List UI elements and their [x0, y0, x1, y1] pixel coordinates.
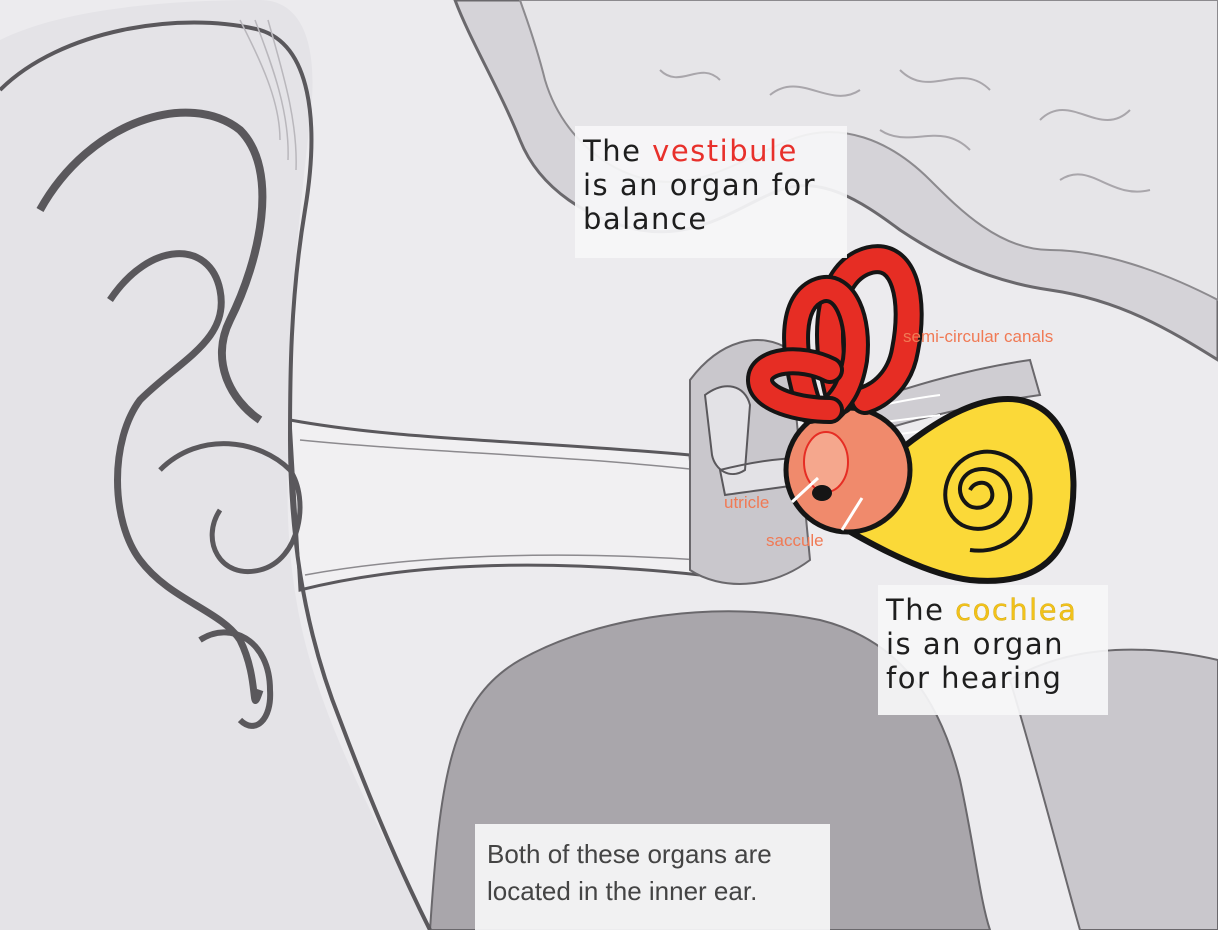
- cochlea-keyword: cochlea: [955, 593, 1077, 627]
- vestibule-callout-line1: The vestibule: [583, 134, 837, 168]
- cochlea-callout-line1: The cochlea: [886, 593, 1098, 627]
- cochlea-callout-line2: is an organ: [886, 627, 1098, 661]
- saccule: [812, 485, 832, 501]
- footer-note-line2: located in the inner ear.: [487, 873, 818, 910]
- vestibule-callout: The vestibule is an organ for balance: [575, 126, 847, 258]
- footer-note: Both of these organs are located in the …: [475, 824, 830, 930]
- vestibule-callout-prefix: The: [583, 134, 652, 168]
- footer-note-line1: Both of these organs are: [487, 836, 818, 873]
- vestibule-callout-line2: is an organ for: [583, 168, 837, 202]
- cochlea-callout-line3: for hearing: [886, 661, 1098, 695]
- utricle-label: utricle: [724, 493, 769, 512]
- cochlea-callout-prefix: The: [886, 593, 955, 627]
- semicircular-canals-label: semi-circular canals: [903, 327, 1053, 346]
- vestibule-callout-line3: balance: [583, 202, 837, 236]
- cochlea-callout: The cochlea is an organ for hearing: [878, 585, 1108, 715]
- saccule-label: saccule: [766, 531, 824, 550]
- vestibule-keyword: vestibule: [652, 134, 798, 168]
